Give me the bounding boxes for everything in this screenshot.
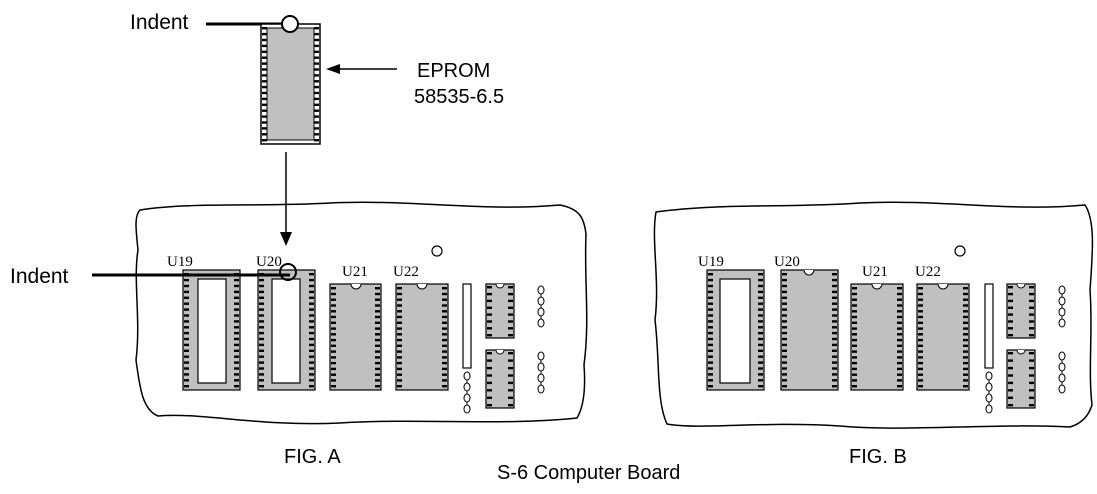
indent-marker-top [281,15,299,33]
connector-strip-fig-b [984,283,994,369]
jumper-chain-b2 [1058,351,1066,394]
indent-label-board: Indent [10,265,69,288]
socket-label-u21-b: U21 [862,264,888,280]
socket-label-u20: U20 [256,254,282,270]
socket-label-u20-b: U20 [774,254,800,270]
small-chip-upper-fig-b [1006,283,1036,339]
board-title: S-6 Computer Board [497,462,680,484]
insertion-arrow-head [280,232,292,246]
small-chip-lower-fig-b [1006,349,1036,409]
jumper-chain-b1 [1058,285,1066,328]
jumper-chain-a1 [537,285,545,328]
socket-label-u22: U22 [393,264,419,280]
socket-u19-fig-b [706,269,765,391]
eprom-chip [260,23,321,145]
board-outline-fig-b [653,201,1094,429]
eprom-part-number: 58535-6.5 [414,86,504,108]
socket-label-u22-b: U22 [915,264,941,280]
socket-label-u21: U21 [342,264,368,280]
fig-b-caption: FIG. B [849,446,907,468]
connector-strip-fig-a [462,283,472,369]
fig-a-caption: FIG. A [284,446,341,468]
chip-u22-fig-b [916,283,970,391]
chip-u21-fig-b [850,283,904,391]
small-chip-lower-fig-a [485,349,515,409]
eprom-installed-u20-fig-b [780,269,839,391]
eprom-arrow-head [326,64,340,74]
indent-label-top: Indent [130,11,189,34]
socket-u20-fig-a [257,269,316,391]
mounting-hole-fig-a [431,245,443,257]
eprom-label: EPROM [417,60,490,82]
board-outline-fig-a [135,201,588,425]
jumper-chain-a3 [463,371,471,414]
socket-label-u19-b: U19 [698,254,724,270]
socket-label-u19: U19 [167,254,193,270]
chip-u22-fig-a [395,283,449,391]
chip-u21-fig-a [329,283,382,391]
jumper-chain-b3 [985,371,993,414]
socket-u19-fig-a [182,269,241,391]
jumper-chain-a2 [537,351,545,394]
small-chip-upper-fig-a [485,283,515,339]
mounting-hole-fig-b [954,245,966,257]
indent-marker-board [279,263,297,281]
